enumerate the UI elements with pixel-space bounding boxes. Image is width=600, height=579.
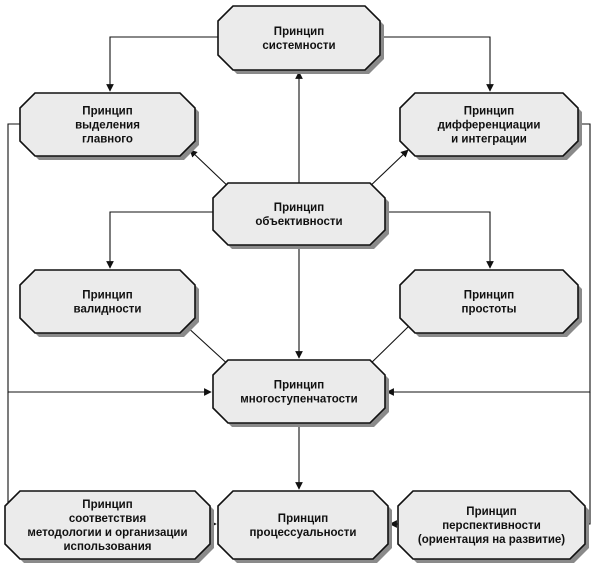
arrow-systemnosti-to-vydeleniya [106,36,218,92]
arrow-validnosti-to-mnogostupenchatosti [184,324,233,369]
node-validnosti: Принцип валидности [19,269,199,337]
node-label-line: Принцип [274,26,324,38]
node-label-line: (ориентация на развитие) [418,534,565,546]
node-label-line: дифференциации [438,120,541,132]
node-label-line: Принцип [464,106,514,118]
node-label-line: объективности [255,216,342,228]
node-label-line: Принцип [82,290,132,302]
node-label-line: соответствия [69,513,146,525]
node-label-line: Принцип [278,513,328,525]
node-label-line: валидности [74,304,142,316]
arrow-obektivnosti-to-vydeleniya [189,149,233,191]
arrow-obektivnosti-to-differentsiatsii [365,149,409,191]
node-mnogostupenchatosti: Принцип многоступенчатости [212,359,389,427]
node-differentsiatsii: Принцип дифференциации и интеграции [399,92,582,160]
node-obektivnosti: Принцип объективности [212,182,389,249]
node-shape [217,5,381,71]
node-shape [399,269,579,334]
node-label-line: Принцип [274,380,324,392]
node-perspektivnosti: Принцип перспективности (ориентация на раз… [397,490,589,563]
node-shape [399,92,579,157]
node-shape [397,490,586,560]
node-label-line: Принцип [464,290,514,302]
node-shape [212,359,386,424]
principle-nodes: ПринципсистемностиПринципвыделенияглавно… [4,5,589,563]
node-label-line: Принцип [82,499,132,511]
node-label-line: Принцип [274,202,324,214]
node-label-line: процессуальности [249,527,356,539]
node-label-line: Принцип [466,506,516,518]
node-label-line: использования [63,541,151,553]
node-shape [19,92,196,157]
node-protsessualnosti: Принцип процессуальности [217,490,392,563]
node-shape [19,269,196,334]
node-label-line: главного [82,134,133,146]
node-label-line: перспективности [442,520,541,532]
node-prostoty: Принцип простоты [399,269,582,337]
node-label-line: выделения [75,120,140,132]
node-label-line: Принцип [82,106,132,118]
node-vydeleniya: Принцип выделения главного [19,92,199,160]
arrow-vydeleniya-to-mnogostupenchatosti [7,123,212,396]
node-shape [217,490,389,560]
node-label-line: методологии и организации [27,527,187,539]
node-label-line: многоступенчатости [240,394,358,406]
arrow-prostoty-to-mnogostupenchatosti [365,324,411,369]
node-systemnosti: Принцип системности [217,5,384,74]
arrow-differentsiatsii-to-mnogostupenchatosti [386,123,591,396]
node-label-line: системности [262,40,335,52]
node-label-line: простоты [462,304,517,316]
arrow-systemnosti-to-differentsiatsii [380,36,494,92]
node-sootvetstviya: Принцип соответствия методологии и организ… [4,490,214,563]
node-shape [212,182,386,246]
node-shape [4,490,211,560]
node-label-line: и интеграции [451,134,527,146]
